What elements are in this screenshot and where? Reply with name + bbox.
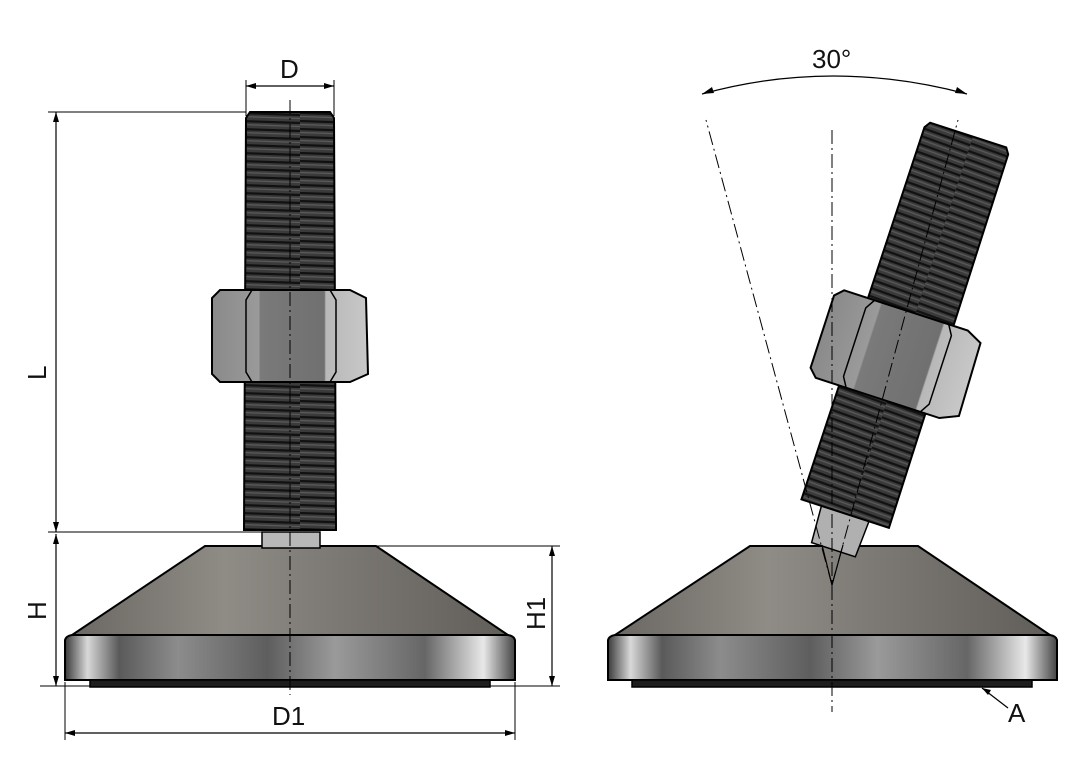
front-view: D L H H1 (22, 54, 560, 740)
label-angle: 30° (812, 44, 851, 74)
callout-a: A (981, 687, 1026, 728)
label-a: A (1008, 698, 1026, 728)
tilted-hex-nut (809, 289, 982, 420)
dimension-angle: 30° (701, 44, 968, 95)
tilted-view: 30° A (607, 44, 1058, 728)
label-d: D (280, 54, 299, 84)
label-h: H (22, 601, 52, 620)
label-l: L (22, 366, 52, 380)
dimension-h1: H1 (376, 545, 560, 687)
dimension-d: D (245, 54, 335, 116)
stud-neck (261, 531, 321, 549)
dimension-d1: D1 (64, 682, 516, 740)
label-h1: H1 (521, 597, 551, 630)
dimension-l: L (22, 111, 262, 533)
label-d1: D1 (272, 701, 305, 731)
